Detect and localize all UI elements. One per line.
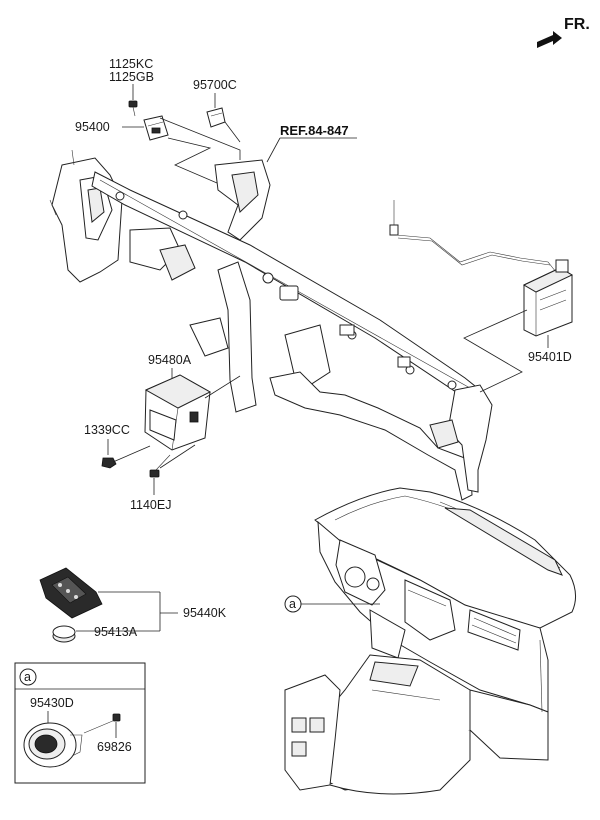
part-label-1125gb: 1125GB [109,70,154,84]
part-label-95430d: 95430D [30,696,74,710]
sensor-95700c-icon [206,107,226,128]
mount-line-95480a [204,375,241,399]
reference-leader-line [266,137,281,163]
front-direction-arrow-icon [537,31,562,48]
module-95401d-icon [522,259,574,337]
part-label-95413a: 95413A [94,625,138,639]
dash-crossmember-beam [49,149,493,501]
harness-95401d [389,200,557,273]
part-label-95440k: 95440K [183,606,227,620]
coin-battery-icon [52,625,76,643]
mount-line-1339cc [112,445,151,463]
part-label-1339cc: 1339CC [84,423,130,437]
front-direction-label: FR. [564,16,590,33]
part-label-95400: 95400 [75,120,110,134]
reference-label: REF.84-847 [280,123,349,138]
part-label-1125kc: 1125KC [109,57,153,71]
part-label-95480a: 95480A [148,353,192,367]
bolt-1140ej-icon [149,454,171,478]
part-label-69826: 69826 [97,740,132,754]
part-label-95401d: 95401D [528,350,572,364]
screw-69826-icon [83,713,121,734]
module-95400-icon [143,115,169,141]
callout-marker-dashboard-label: a [289,597,296,611]
leader-95401d-mount [463,309,528,393]
part-label-1140ej: 1140EJ [130,498,171,512]
nut-1339cc-icon [101,457,117,469]
mount-line-95700c [224,121,241,143]
dashboard-cockpit-view [284,487,576,795]
callout-badge-label: a [24,670,31,684]
module-95480a-icon [144,374,212,451]
mount-line-95400 [159,117,241,160]
mount-line-95400-b [167,137,246,196]
callout-badge [19,668,37,686]
smart-key-fob-icon [39,567,103,619]
bolt-1125-icon [128,100,138,117]
part-label-95700c: 95700C [193,78,237,92]
start-button-switch-icon [23,722,83,768]
mount-line-1140ej [159,444,196,469]
